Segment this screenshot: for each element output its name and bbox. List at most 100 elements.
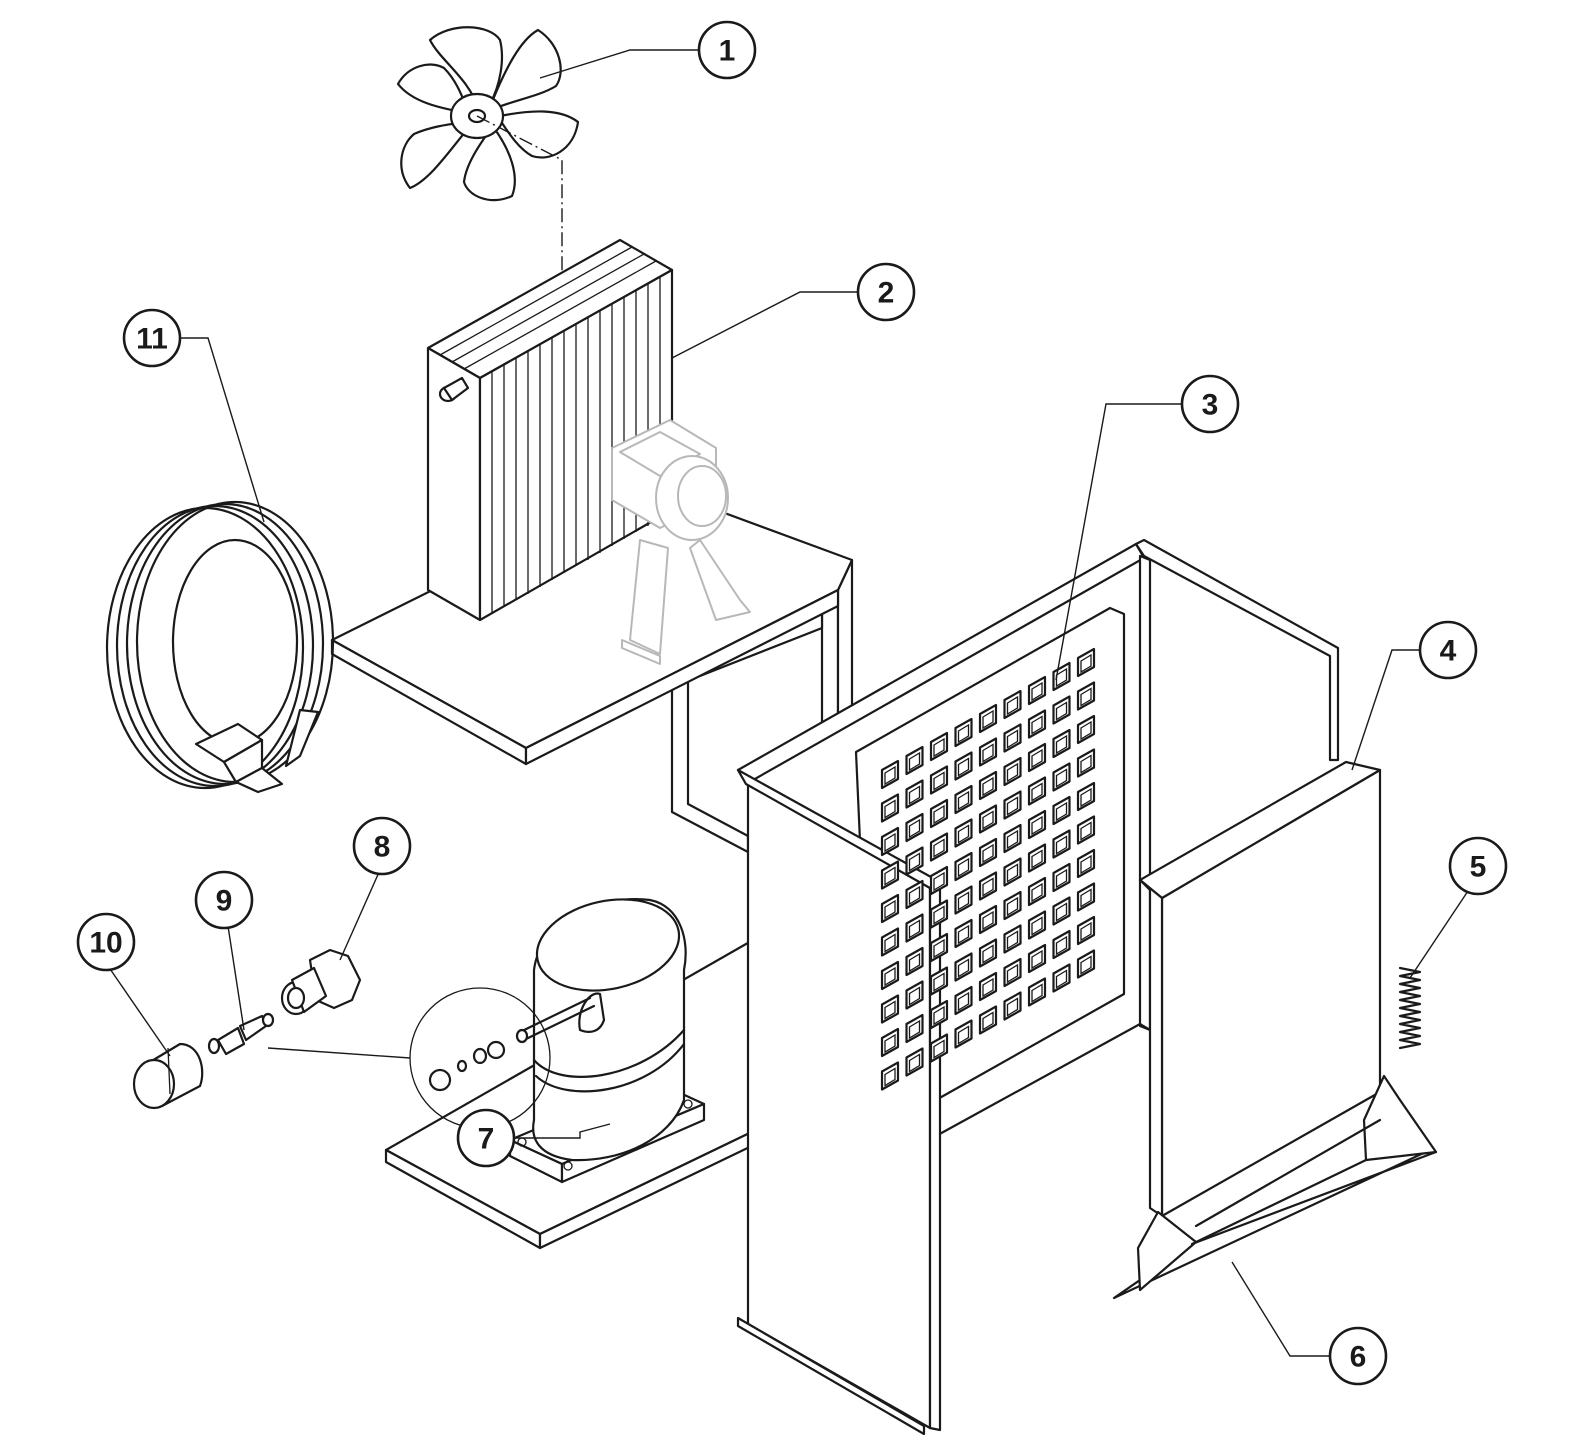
grille-cell-inner	[982, 1011, 994, 1031]
grille-cell-inner	[908, 1053, 921, 1073]
grille-cell-inner	[982, 877, 994, 897]
grille-cell-inner	[1031, 882, 1043, 903]
grille-cell-inner	[1006, 729, 1019, 749]
grille-cell-inner	[957, 991, 970, 1012]
callout-5: 5	[1448, 836, 1508, 896]
callout-7: 7	[456, 1108, 516, 1168]
grille-cell-inner	[908, 919, 921, 939]
grille-cell-inner	[1006, 896, 1019, 917]
grille-cell-inner	[1080, 854, 1092, 875]
grille-cell-inner	[933, 838, 945, 858]
grille-cell-inner	[1031, 681, 1043, 702]
grille-cell-inner	[908, 986, 921, 1006]
grille-cell-inner	[933, 737, 945, 758]
grille-cell-inner	[1055, 734, 1068, 755]
grille-cell-inner	[982, 944, 994, 964]
svg-text:10: 10	[89, 927, 122, 960]
grille-cell-inner	[957, 723, 970, 744]
grille-cell-inner	[1006, 997, 1019, 1017]
grille-cell-inner	[933, 1005, 945, 1026]
svg-text:7: 7	[478, 1123, 495, 1156]
callout-9: 9	[194, 870, 254, 930]
grille-cell-inner	[1006, 796, 1019, 816]
grille-cell-inner	[1055, 667, 1068, 688]
grille-cell-inner	[908, 785, 921, 805]
grille-cell-inner	[933, 771, 945, 791]
grille-cell-inner	[957, 857, 970, 878]
grille-cell-inner	[982, 743, 994, 763]
grille-cell-inner	[1006, 930, 1019, 950]
grille-cell-inner	[957, 790, 970, 811]
grille-cell-inner	[933, 1039, 945, 1059]
grille-cell-inner	[957, 1025, 970, 1045]
callout-8: 8	[352, 816, 412, 876]
grille-cell-inner	[1031, 815, 1043, 836]
grille-cell-inner	[1031, 782, 1043, 802]
fan-blade	[396, 26, 580, 202]
svg-text:5: 5	[1470, 851, 1487, 884]
grille-cell-inner	[884, 799, 896, 819]
grille-cell-inner	[933, 972, 945, 992]
callout-4: 4	[1418, 620, 1478, 680]
grille-cell-inner	[1080, 653, 1092, 674]
grille-cell-inner	[884, 966, 896, 987]
grille-cell-inner	[1080, 787, 1092, 808]
callout-1: 1	[697, 20, 757, 80]
grille-cell-inner	[884, 1000, 896, 1020]
grille-cell-inner	[1055, 768, 1068, 788]
condenser-unit	[330, 238, 854, 854]
grille-cell-inner	[982, 810, 994, 830]
grille-cell-inner	[884, 899, 896, 920]
svg-text:1: 1	[719, 35, 736, 68]
grille-cell-inner	[1080, 955, 1092, 975]
grille-cell-inner	[1055, 935, 1068, 956]
callout-11: 11	[122, 308, 182, 368]
grille-cell-inner	[884, 765, 896, 786]
callout-3: 3	[1180, 374, 1240, 434]
grille-cell-inner	[1006, 863, 1019, 883]
grille-cell-inner	[957, 891, 970, 911]
svg-text:3: 3	[1202, 389, 1219, 422]
grille-cell-inner	[1055, 969, 1068, 989]
grille-cell-inner	[1031, 748, 1043, 769]
grille-cell-inner	[1031, 983, 1043, 1003]
callout-10: 10	[76, 912, 136, 972]
grille-cell-inner	[1055, 801, 1068, 822]
fan-motor	[611, 419, 751, 665]
grille-cell-inner	[908, 818, 921, 839]
spring	[1398, 966, 1422, 1050]
grille-cell-inner	[957, 958, 970, 978]
grille-cell-inner	[908, 1019, 921, 1040]
grille-cell-inner	[982, 843, 994, 864]
grille-cell-inner	[1055, 835, 1068, 855]
svg-text:4: 4	[1440, 635, 1457, 668]
grille-cell-inner	[957, 924, 970, 945]
grille-cell-inner	[1006, 963, 1019, 984]
grille-cell-inner	[1055, 902, 1068, 922]
coiled-tube	[105, 500, 335, 794]
grille-cell-inner	[1006, 762, 1019, 783]
grille-cell-inner	[884, 866, 896, 886]
grille-cell-inner	[1080, 687, 1092, 707]
grille-cell-inner	[884, 933, 896, 953]
grille-cell-inner	[957, 824, 970, 844]
svg-text:9: 9	[216, 885, 233, 918]
grille-cell-inner	[982, 776, 994, 797]
grille-cell-inner	[908, 852, 921, 872]
svg-text:2: 2	[878, 277, 895, 310]
grille-cell-inner	[1031, 916, 1043, 936]
grille-panel	[880, 647, 1096, 1091]
grille-cell-inner	[1055, 701, 1068, 721]
grille-cell-inner	[1006, 829, 1019, 850]
callout-2: 2	[856, 262, 916, 322]
svg-text:11: 11	[136, 323, 168, 356]
grille-cell-inner	[1031, 849, 1043, 869]
grille-cell-inner	[1080, 921, 1092, 942]
grille-cell-inner	[1031, 715, 1043, 735]
leader-lines	[107, 49, 1471, 1357]
grille-cell-inner	[1080, 821, 1092, 841]
grille-cell-inner	[908, 751, 921, 772]
grille-cell-inner	[933, 871, 945, 892]
grille-cell-inner	[908, 952, 921, 973]
